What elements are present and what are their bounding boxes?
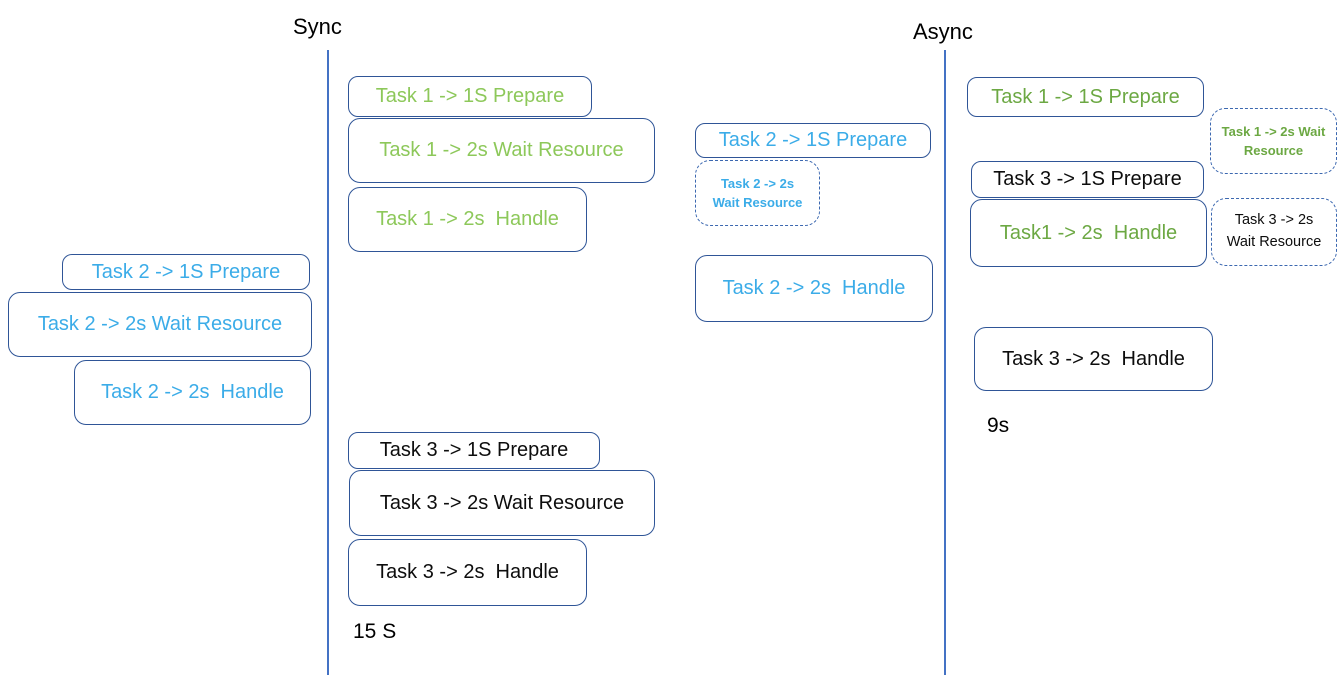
async-task1-prepare-box: Task 1 -> 1S Prepare [967,77,1204,117]
sync-section-label: Sync [293,14,342,39]
async-task3-handle-box: Task 3 -> 2s Handle [974,327,1213,391]
async-task1-handle-box: Task1 -> 2s Handle [970,199,1207,267]
sync-task3-wait-box: Task 3 -> 2s Wait Resource [349,470,655,536]
async-total-time: 9s [987,414,1010,437]
sync-task3-handle-box: Task 3 -> 2s Handle [348,539,587,606]
async-timeline-line [944,50,946,675]
queued-task2-wait-box: Task 2 -> 2s Wait Resource [8,292,312,357]
async-section-label: Async [913,19,973,44]
sync-total-time: 15 S [353,620,397,643]
queued-task2-prepare-box: Task 2 -> 1S Prepare [62,254,310,290]
queued-task2-handle-box: Task 2 -> 2s Handle [74,360,311,425]
sync-task1-prepare-box: Task 1 -> 1S Prepare [348,76,592,117]
sync-task1-handle-box: Task 1 -> 2s Handle [348,187,587,252]
async-task1-wait-dashed-box: Task 1 -> 2s Wait Resource [1210,108,1337,174]
sync-timeline-line [327,50,329,675]
sync-task3-prepare-box: Task 3 -> 1S Prepare [348,432,600,469]
sync-task2-wait-dashed-box: Task 2 -> 2s Wait Resource [695,160,820,226]
sync-task2-handle-box: Task 2 -> 2s Handle [695,255,933,322]
async-task3-prepare-box: Task 3 -> 1S Prepare [971,161,1204,198]
sync-task2-prepare-box: Task 2 -> 1S Prepare [695,123,931,158]
async-task3-wait-dashed-box: Task 3 -> 2s Wait Resource [1211,198,1337,266]
sync-task1-wait-box: Task 1 -> 2s Wait Resource [348,118,655,183]
